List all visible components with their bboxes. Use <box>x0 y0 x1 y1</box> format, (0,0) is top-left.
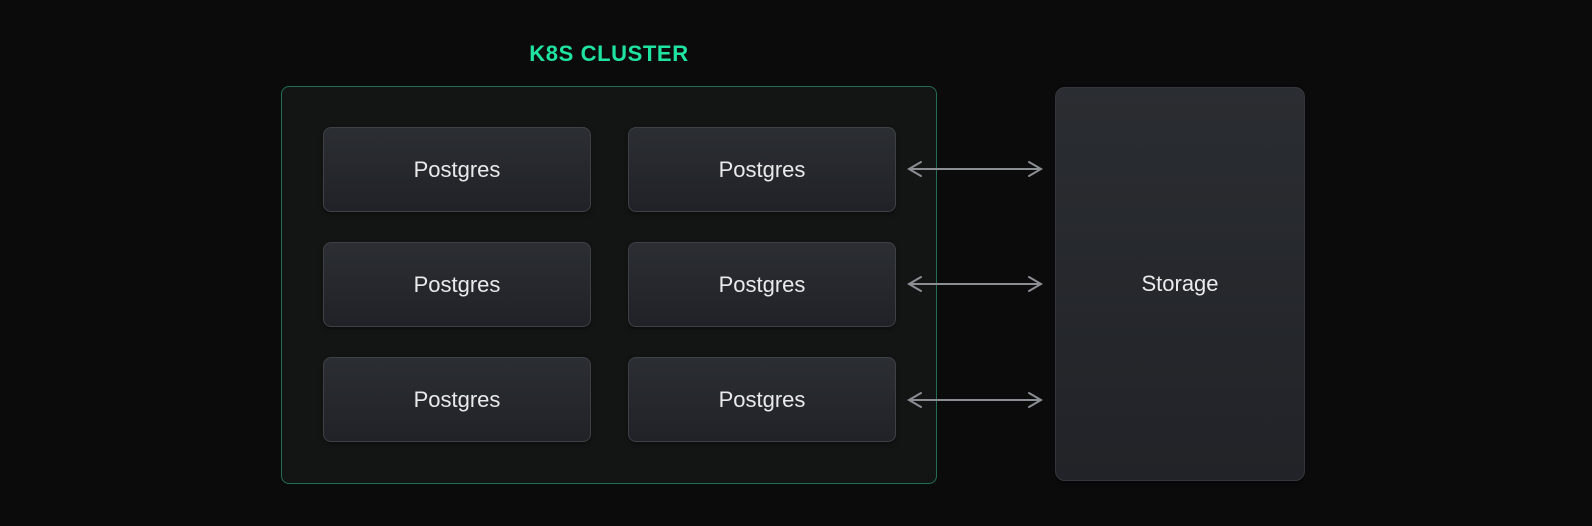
postgres-node: Postgres <box>323 357 591 442</box>
postgres-node: Postgres <box>628 127 896 212</box>
postgres-node-label: Postgres <box>413 156 501 182</box>
postgres-node: Postgres <box>323 127 591 212</box>
postgres-node-label: Postgres <box>718 386 806 412</box>
bidirectional-arrow-icon <box>907 392 1043 408</box>
postgres-node-label: Postgres <box>413 386 501 412</box>
bidirectional-arrow-icon <box>907 161 1043 177</box>
storage-box: Storage <box>1055 87 1305 481</box>
k8s-cluster-box: Postgres Postgres Postgres Postgres Post… <box>281 86 937 484</box>
postgres-node: Postgres <box>628 242 896 327</box>
cluster-title: K8S CLUSTER <box>529 41 689 66</box>
postgres-node: Postgres <box>323 242 591 327</box>
postgres-node: Postgres <box>628 357 896 442</box>
postgres-node-label: Postgres <box>718 156 806 182</box>
storage-label: Storage <box>1141 271 1219 296</box>
postgres-node-label: Postgres <box>718 271 806 297</box>
postgres-node-label: Postgres <box>413 271 501 297</box>
bidirectional-arrow-icon <box>907 276 1043 292</box>
